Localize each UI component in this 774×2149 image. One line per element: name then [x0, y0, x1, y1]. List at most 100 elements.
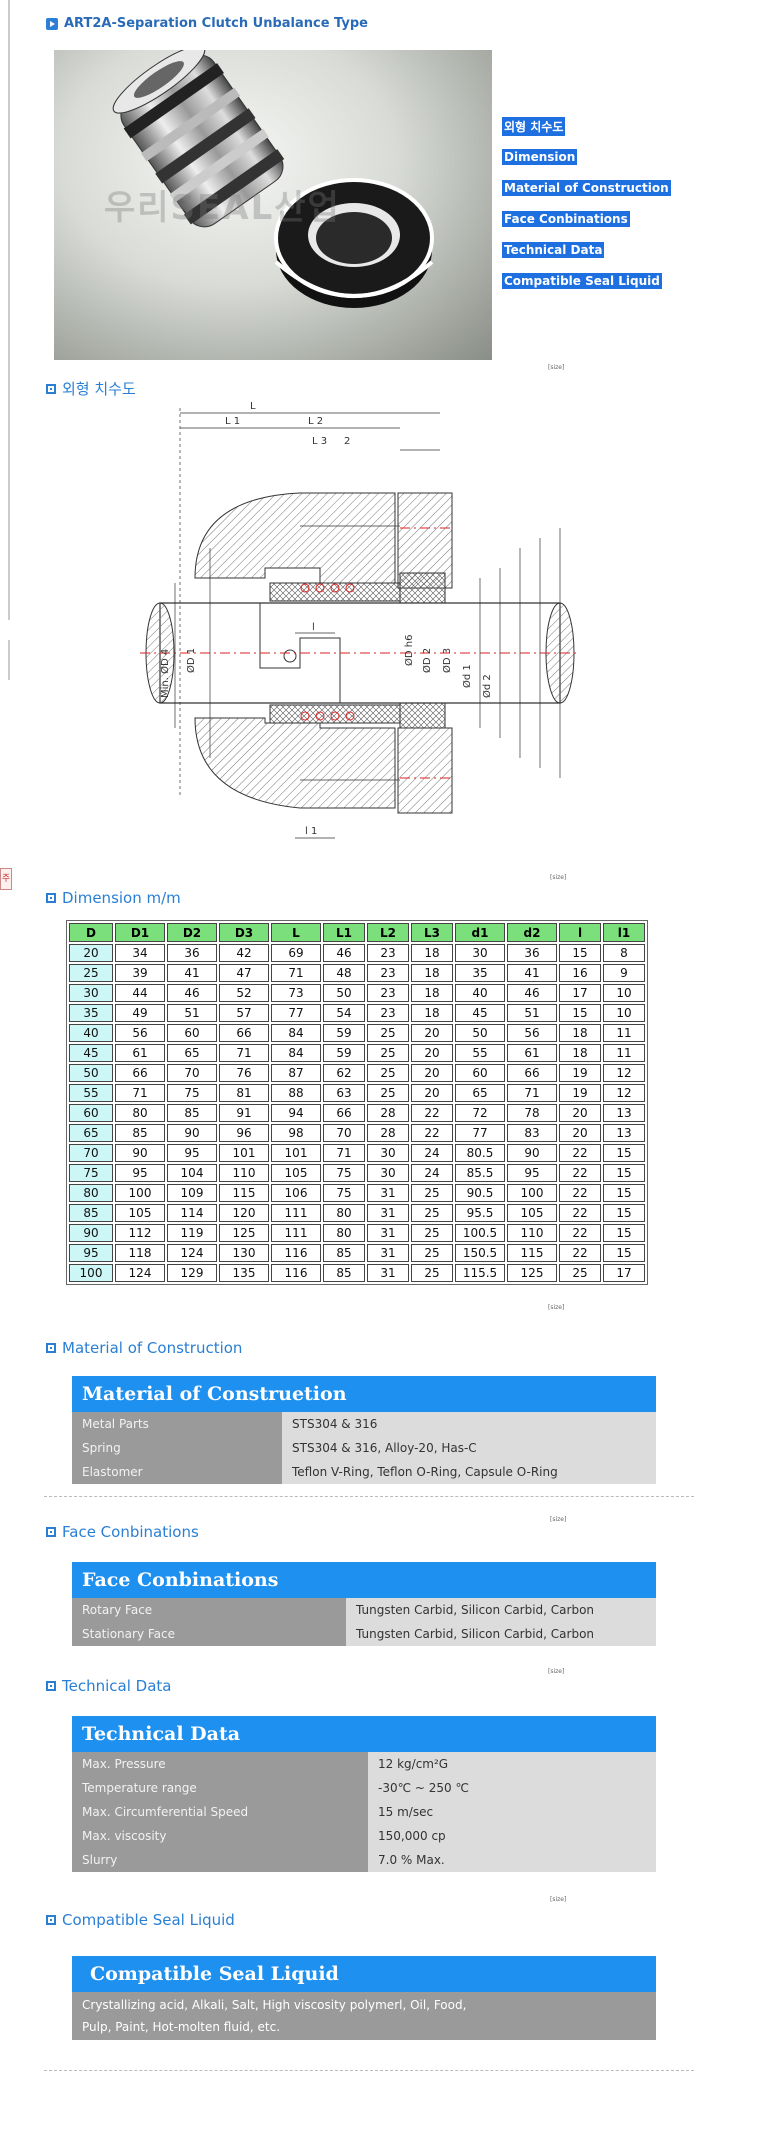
table-cell: 85.5 [455, 1164, 505, 1182]
dim-label-l1: l 1 [305, 826, 317, 837]
size-mark[interactable]: [size] [548, 1304, 565, 1311]
table-cell: 111 [271, 1204, 321, 1222]
table-cell: 44 [115, 984, 165, 1002]
divider [44, 1496, 694, 1497]
table-cell: 112 [115, 1224, 165, 1242]
nav-link-outline[interactable]: 외형 치수도 [502, 117, 566, 136]
table-cell: 110 [219, 1164, 269, 1182]
size-mark[interactable]: [size] [550, 1896, 567, 1903]
table-cell: 20 [411, 1084, 453, 1102]
table-cell: 101 [271, 1144, 321, 1162]
row-key: Max. Pressure [72, 1752, 368, 1776]
nav-link-liquid[interactable]: Compatible Seal Liquid [502, 273, 662, 289]
table-cell: 25 [69, 964, 113, 982]
size-mark[interactable]: [size] [548, 1668, 565, 1675]
table-cell: 42 [219, 944, 269, 962]
nav-link-technical[interactable]: Technical Data [502, 242, 605, 258]
table-cell: 22 [559, 1164, 601, 1182]
size-mark[interactable]: [size] [548, 364, 565, 371]
column-header: L [271, 923, 321, 942]
table-cell: 45 [455, 1004, 505, 1022]
table-cell: 106 [271, 1184, 321, 1202]
table-cell: 55 [455, 1044, 505, 1062]
table-cell: 114 [167, 1204, 217, 1222]
table-cell: 80 [323, 1204, 365, 1222]
table-cell: 24 [411, 1164, 453, 1182]
table-cell: 15 [603, 1224, 645, 1242]
table-cell: 98 [271, 1124, 321, 1142]
page-title-text: ART2A-Separation Clutch Unbalance Type [64, 16, 368, 31]
row-value: 12 kg/cm²G [368, 1752, 656, 1776]
table-cell: 41 [167, 964, 217, 982]
table-cell: 24 [411, 1144, 453, 1162]
table-cell: 15 [559, 1004, 601, 1022]
nav-link-face[interactable]: Face Conbinations [502, 211, 630, 227]
table-cell: 60 [167, 1024, 217, 1042]
table-cell: 9 [603, 964, 645, 982]
size-mark[interactable]: [size] [550, 1516, 567, 1523]
table-cell: 45 [69, 1044, 113, 1062]
table-cell: 150.5 [455, 1244, 505, 1262]
table-cell: 28 [367, 1104, 409, 1122]
column-header: L3 [411, 923, 453, 942]
square-bullet-icon [46, 1526, 56, 1537]
column-header: L2 [367, 923, 409, 942]
table-cell: 71 [115, 1084, 165, 1102]
dim-label-L1: L 1 [225, 416, 240, 427]
table-cell: 48 [323, 964, 365, 982]
table-cell: 20 [411, 1024, 453, 1042]
table-cell: 80 [323, 1224, 365, 1242]
table-cell: 71 [271, 964, 321, 982]
table-cell: 50 [323, 984, 365, 1002]
table-cell: 19 [559, 1084, 601, 1102]
face-box-header: Face Conbinations [72, 1562, 656, 1598]
table-cell: 94 [271, 1104, 321, 1122]
table-cell: 91 [219, 1104, 269, 1122]
table-cell: 36 [507, 944, 557, 962]
table-cell: 35 [69, 1004, 113, 1022]
technical-row: Temperature range-30℃ ~ 250 ℃ [72, 1776, 656, 1800]
table-cell: 15 [603, 1164, 645, 1182]
table-cell: 10 [603, 1004, 645, 1022]
size-mark[interactable]: [size] [550, 874, 567, 881]
table-cell: 20 [69, 944, 113, 962]
product-photo: 우리SEAL산업 [54, 50, 492, 360]
table-cell: 18 [411, 944, 453, 962]
nav-link-material[interactable]: Material of Construction [502, 180, 671, 196]
column-header: l1 [603, 923, 645, 942]
side-tab[interactable]: 주 [0, 868, 12, 890]
row-key: Slurry [72, 1848, 368, 1872]
table-cell: 13 [603, 1104, 645, 1122]
table-cell: 90 [69, 1224, 113, 1242]
table-cell: 100 [507, 1184, 557, 1202]
table-cell: 51 [507, 1004, 557, 1022]
table-cell: 66 [115, 1064, 165, 1082]
table-cell: 25 [367, 1044, 409, 1062]
dim-label-L: L [250, 401, 256, 412]
nav-link-dimension[interactable]: Dimension [502, 149, 578, 165]
technical-box-header: Technical Data [72, 1716, 656, 1752]
table-cell: 22 [559, 1184, 601, 1202]
table-cell: 111 [271, 1224, 321, 1242]
table-cell: 65 [167, 1044, 217, 1062]
table-cell: 75 [323, 1164, 365, 1182]
table-cell: 57 [219, 1004, 269, 1022]
table-cell: 41 [507, 964, 557, 982]
row-value: 7.0 % Max. [368, 1848, 656, 1872]
table-cell: 77 [271, 1004, 321, 1022]
table-cell: 63 [323, 1084, 365, 1102]
table-cell: 30 [69, 984, 113, 1002]
left-edge-line [8, 640, 10, 680]
table-cell: 50 [455, 1024, 505, 1042]
